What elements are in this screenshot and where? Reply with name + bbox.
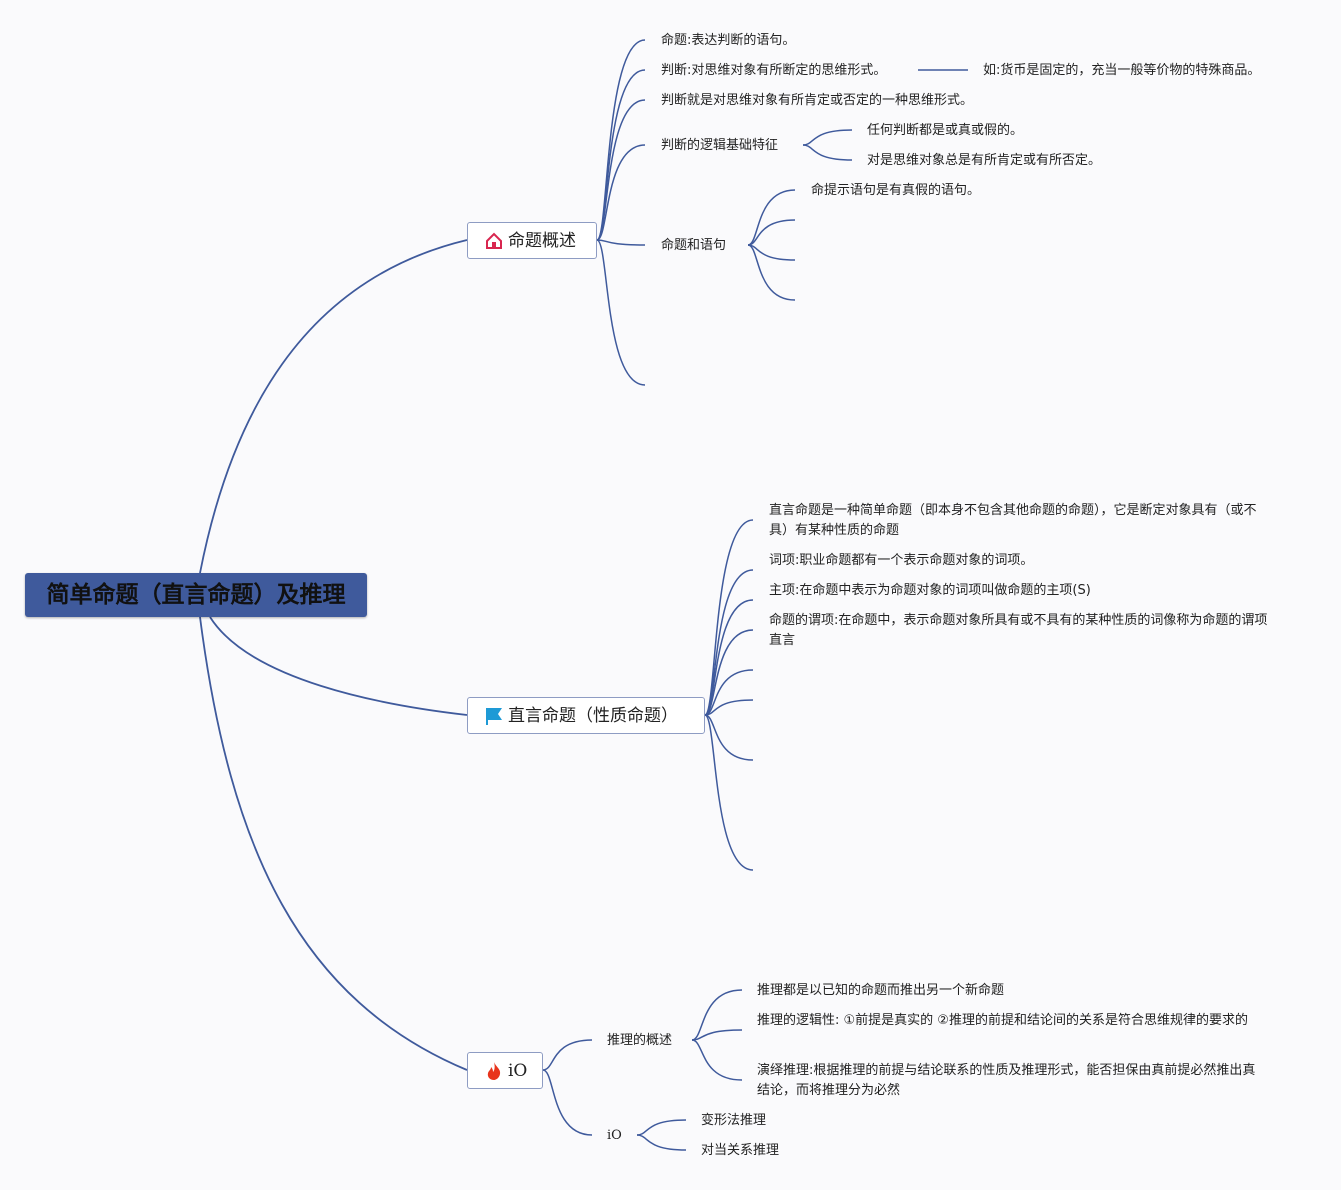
root-connector (199, 239, 468, 574)
node[interactable]: 演绎推理:根据推理的前提与结论联系的性质及推理形式，能否担保由真前提必然推出真结… (757, 1063, 1256, 1098)
node-note[interactable]: 如:货币是固定的，充当一般等价物的特殊商品。 (983, 63, 1261, 78)
node[interactable]: 对当关系推理 (701, 1143, 780, 1158)
node[interactable]: 命提示语句是有真假的语句。 (811, 183, 981, 198)
node[interactable]: 命题的谓项:在命题中，表示命题对象所具有或不具有的某种性质的词像称为命题的谓项 … (769, 613, 1268, 648)
connector (636, 1119, 687, 1136)
root-title: 简单命题（直言命题）及推理 (46, 582, 346, 608)
topic-categorical-proposition[interactable]: 直言命题（性质命题） (467, 697, 705, 734)
node[interactable]: 直言命题是一种简单命题（即本身不包含其他命题的命题），它是断定对象具有（或不具）… (769, 503, 1257, 538)
connector (704, 714, 754, 871)
node[interactable]: 推理的逻辑性: ①前提是真实的 ②推理的前提和结论间的关系是符合思维规律的要求的 (757, 1013, 1248, 1028)
connector (704, 714, 754, 761)
connector (636, 1134, 687, 1151)
root-connector (199, 616, 468, 1071)
connector (596, 99, 646, 241)
topic-label: 直言命题（性质命题） (508, 705, 678, 726)
connector (596, 239, 646, 386)
home-icon (486, 232, 502, 249)
topic-proposition-overview[interactable]: 命题概述 (467, 222, 597, 259)
topic-io[interactable]: iO (467, 1052, 543, 1089)
node[interactable]: 推理的概述 (607, 1033, 673, 1048)
connector (704, 629, 754, 716)
flag-icon (486, 707, 502, 725)
node[interactable]: 词项:职业命题都有一个表示命题对象的词项。 (769, 553, 1034, 568)
connector (542, 1039, 593, 1071)
node[interactable]: 判断就是对思维对象有所肯定或否定的一种思维形式。 (661, 93, 974, 108)
connector (802, 129, 853, 146)
node[interactable]: iO (607, 1128, 622, 1143)
root-topic[interactable]: 简单命题（直言命题）及推理 (25, 573, 367, 617)
node[interactable]: 判断:对思维对象有所断定的思维形式。 (661, 63, 887, 78)
connector (802, 144, 853, 161)
connector (691, 1029, 743, 1041)
topic-label: iO (508, 1060, 528, 1081)
connector (542, 1069, 593, 1136)
connector (691, 989, 743, 1041)
connector (596, 239, 646, 246)
connector (596, 144, 646, 241)
connector (747, 189, 796, 246)
node[interactable]: 判断的逻辑基础特征 (661, 138, 779, 153)
connector (691, 1039, 743, 1081)
node[interactable]: 对是思维对象总是有所肯定或有所否定。 (867, 153, 1102, 168)
node[interactable]: 任何判断都是或真或假的。 (867, 123, 1024, 138)
node[interactable]: 变形法推理 (701, 1113, 767, 1128)
node[interactable]: 主项:在命题中表示为命题对象的词项叫做命题的主项(S) (769, 583, 1091, 598)
connector (747, 244, 796, 301)
topic-label: 命题概述 (508, 230, 576, 251)
fire-icon (487, 1061, 501, 1080)
connector (747, 219, 796, 246)
node[interactable]: 命题:表达判断的语句。 (661, 33, 796, 48)
connector (704, 699, 754, 716)
node[interactable]: 命题和语句 (661, 238, 727, 253)
node[interactable]: 推理都是以已知的命题而推出另一个新命题 (757, 983, 1005, 998)
root-connector (209, 616, 468, 716)
